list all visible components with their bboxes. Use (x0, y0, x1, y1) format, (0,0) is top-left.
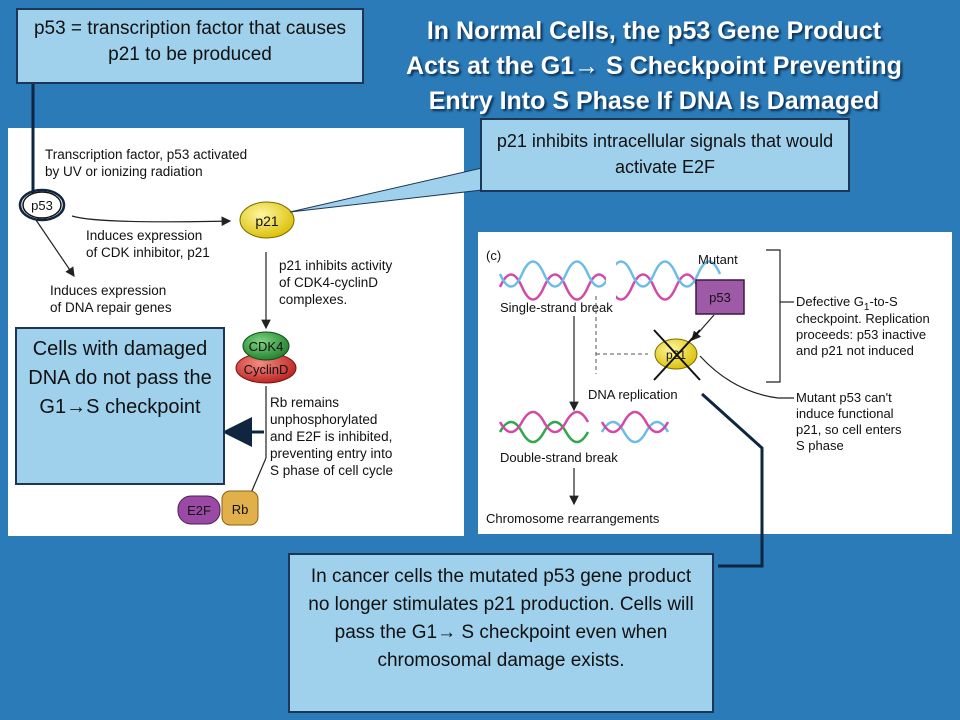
induces-cdk-text-1: Induces expression (86, 228, 202, 243)
cyclind-label: CyclinD (244, 362, 289, 377)
dna-helix-single-break (498, 260, 722, 301)
defective-text-4: and p21 not induced (796, 343, 914, 358)
mutant-cant-text-2: induce functional (796, 406, 894, 421)
damaged-dna-text-end: S checkpoint (86, 396, 201, 418)
mutant-label: Mutant (698, 252, 738, 267)
mutant-p53-label: p53 (709, 290, 731, 305)
defective-text-3: proceeds: p53 inactive (796, 327, 926, 342)
damaged-dna-text-start: Cells with damaged DNA do not pass the G… (28, 338, 212, 418)
mutant-cant-text-1: Mutant p53 can't (796, 390, 892, 405)
p21-inhibits-callout: p21 inhibits intracellular signals that … (480, 118, 850, 192)
p53-definition-callout: p53 = transcription factor that causes p… (16, 8, 364, 84)
dna-replication-label: DNA replication (588, 387, 678, 402)
p53-to-repair-arrow (35, 219, 75, 277)
defective-text-1: Defective G1-to-S (796, 294, 898, 313)
left-diagram: Transcription factor, p53 activated by U… (22, 147, 393, 526)
right-arrow-icon: → (66, 396, 87, 418)
single-strand-break-label: Single-strand break (500, 300, 613, 315)
rb-text-3: and E2F is inhibited, (270, 429, 392, 444)
title-line-2-start: Acts at the G1 (406, 52, 575, 80)
slide-title: In Normal Cells, the p53 Gene Product Ac… (362, 14, 946, 119)
cancer-cells-text-start: In cancer cells the mutated p53 gene pro… (308, 566, 694, 643)
e2f-label: E2F (187, 503, 211, 518)
p21-activity-text-2: of CDK4-cyclinD (279, 275, 378, 290)
induces-cdk-text-2: of CDK inhibitor, p21 (86, 245, 210, 260)
defective-bracket (766, 249, 781, 383)
right-diagram-panel: (c) Single-strand break Mutant p53 p21 D… (478, 232, 952, 534)
cdk4-blob (242, 331, 290, 361)
p53-to-p21-arrow (71, 215, 232, 226)
rb-label: Rb (232, 502, 249, 517)
rb-text-5: S phase of cell cycle (270, 463, 393, 478)
cdk4-label: CDK4 (249, 339, 284, 354)
p21-ball (239, 201, 295, 239)
title-line-2-end: S Checkpoint Preventing (599, 52, 902, 80)
title-line-2: Acts at the G1→ S Checkpoint Preventing (362, 49, 946, 84)
rb-text-2: unphosphorylated (270, 412, 377, 427)
p53-definition-text: p53 = transcription factor that causes p… (33, 18, 347, 65)
defective-text-1-start: Defective G (796, 294, 864, 309)
cancer-cells-text-end: S checkpoint even when chromosomal damag… (377, 622, 668, 671)
title-line-1: In Normal Cells, the p53 Gene Product (426, 17, 882, 45)
defective-text-1-end: -to-S (869, 294, 898, 309)
p21-ball-label: p21 (255, 213, 279, 229)
p21-activity-text-1: p21 inhibits activity (279, 258, 393, 273)
dna-helix-double-break (498, 410, 670, 444)
chromosome-rearrangements-label: Chromosome rearrangements (486, 511, 660, 526)
panel-c-tag: (c) (486, 248, 501, 263)
damaged-dna-callout: Cells with damaged DNA do not pass the G… (15, 327, 225, 485)
p21-inhibits-text: p21 inhibits intracellular signals that … (496, 131, 834, 177)
p21-activity-text-3: complexes. (279, 292, 347, 307)
p21-to-mutant-note-line (699, 355, 794, 399)
rb-block (221, 490, 259, 526)
induces-repair-text-2: of DNA repair genes (50, 300, 172, 315)
induces-repair-text-1: Induces expression (50, 283, 166, 298)
p53-activated-text-1: Transcription factor, p53 activated (45, 147, 247, 162)
mutant-p53-box (695, 279, 745, 315)
p53-oval-label: p53 (31, 198, 53, 213)
p53-activated-text-2: by UV or ionizing radiation (45, 164, 203, 179)
right-diagram: (c) Single-strand break Mutant p53 p21 D… (486, 248, 930, 526)
rb-text-1: Rb remains (270, 395, 339, 410)
mutant-cant-text-4: S phase (796, 438, 844, 453)
right-arrow-icon: → (437, 622, 457, 643)
cross-out-mark (653, 329, 701, 381)
rb-text-4: preventing entry into (270, 446, 392, 461)
double-strand-break-label: Double-strand break (500, 450, 618, 465)
cancer-cells-callout: In cancer cells the mutated p53 gene pro… (288, 553, 714, 713)
mutant-cant-text-3: p21, so cell enters (796, 422, 902, 437)
defective-subscript: 1 (864, 302, 870, 313)
defective-text-2: checkpoint. Replication (796, 311, 930, 326)
title-line-3: Entry Into S Phase If DNA Is Damaged (428, 87, 880, 115)
right-arrow-icon: → (574, 52, 600, 80)
e2f-block (177, 495, 221, 525)
